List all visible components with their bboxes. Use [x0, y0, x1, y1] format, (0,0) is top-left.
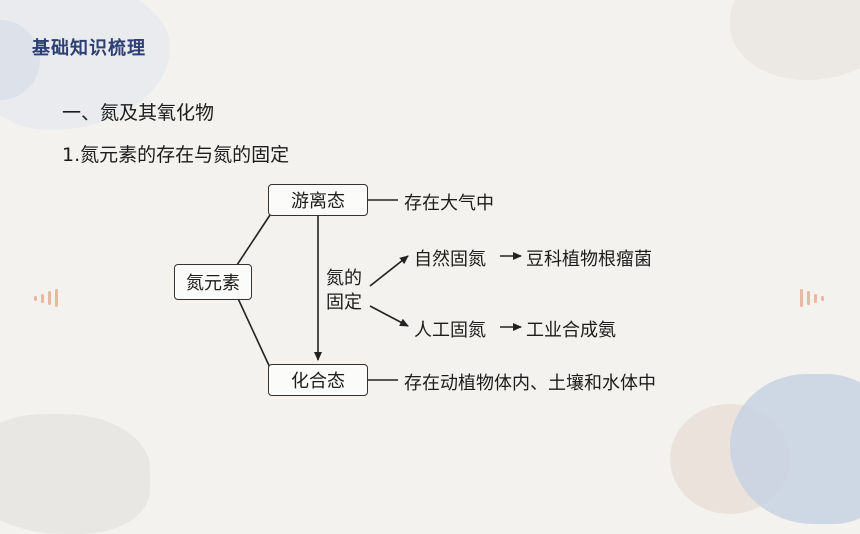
artificial-example: 工业合成氨: [526, 320, 616, 341]
natural-fixation: 自然固氮: [414, 249, 486, 270]
artificial-fixation: 人工固氮: [414, 320, 486, 341]
diagram-connectors: [234, 199, 522, 381]
fixation-label-1: 氮的: [326, 268, 362, 289]
page-title: 基础知识梳理: [32, 38, 146, 59]
free-state-desc: 存在大气中: [404, 193, 494, 214]
free-state-box: 游离态: [268, 184, 368, 216]
decor-marks-right: [800, 289, 824, 307]
connector-root-free: [234, 211, 273, 269]
root-box: 氮元素: [174, 264, 252, 300]
combined-state-box: 化合态: [268, 364, 368, 396]
combined-state-desc: 存在动植物体内、土壤和水体中: [404, 373, 656, 394]
fixation-label-2: 固定: [326, 292, 362, 313]
section-heading: 一、氮及其氧化物: [62, 102, 215, 124]
arrow-natural: [369, 255, 409, 287]
natural-example: 豆科植物根瘤菌: [526, 249, 652, 270]
arrow-artificial: [369, 305, 409, 327]
connector-root-combined: [234, 291, 273, 373]
subheading: 1.氮元素的存在与氮的固定: [62, 144, 290, 166]
decor-marks-left: [34, 289, 58, 307]
